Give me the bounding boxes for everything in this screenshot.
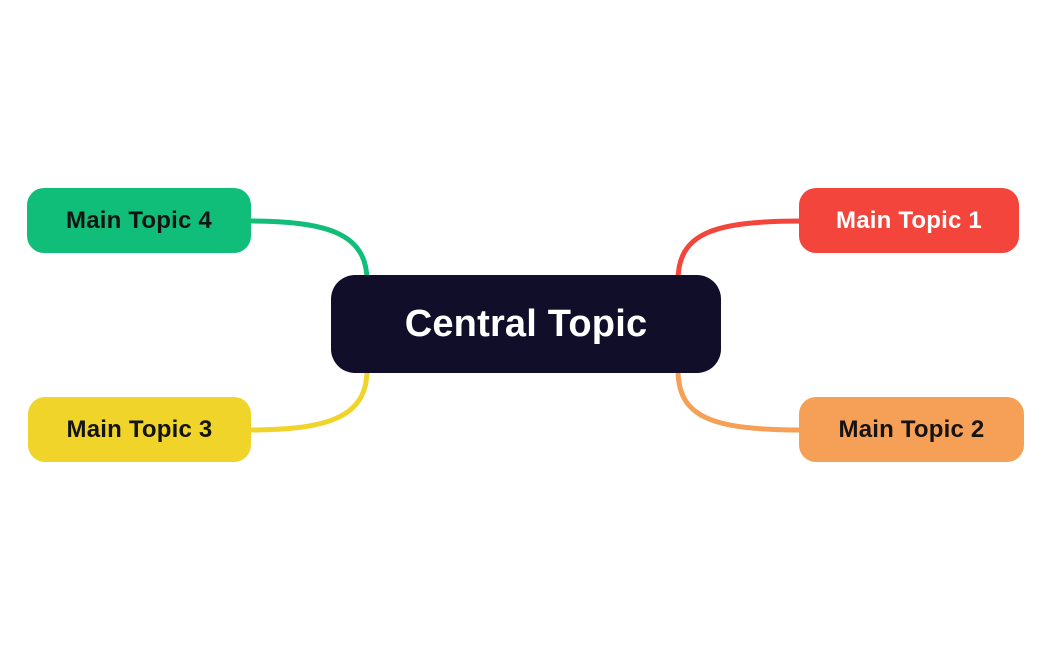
main-topic-4-node[interactable]: Main Topic 4	[27, 188, 251, 253]
connector-topic1	[675, 218, 807, 284]
main-topic-2-label: Main Topic 2	[838, 415, 985, 443]
main-topic-2-node[interactable]: Main Topic 2	[799, 397, 1024, 462]
connector-topic3	[243, 367, 370, 433]
central-topic-label: Central Topic	[404, 302, 648, 345]
main-topic-4-label: Main Topic 4	[66, 206, 212, 234]
connector-topic4	[243, 218, 370, 284]
connector-topic2	[675, 367, 807, 433]
main-topic-3-label: Main Topic 3	[66, 415, 213, 443]
main-topic-1-label: Main Topic 1	[836, 206, 982, 234]
main-topic-1-node[interactable]: Main Topic 1	[799, 188, 1019, 253]
main-topic-3-node[interactable]: Main Topic 3	[28, 397, 251, 462]
central-topic-node[interactable]: Central Topic	[331, 275, 721, 373]
